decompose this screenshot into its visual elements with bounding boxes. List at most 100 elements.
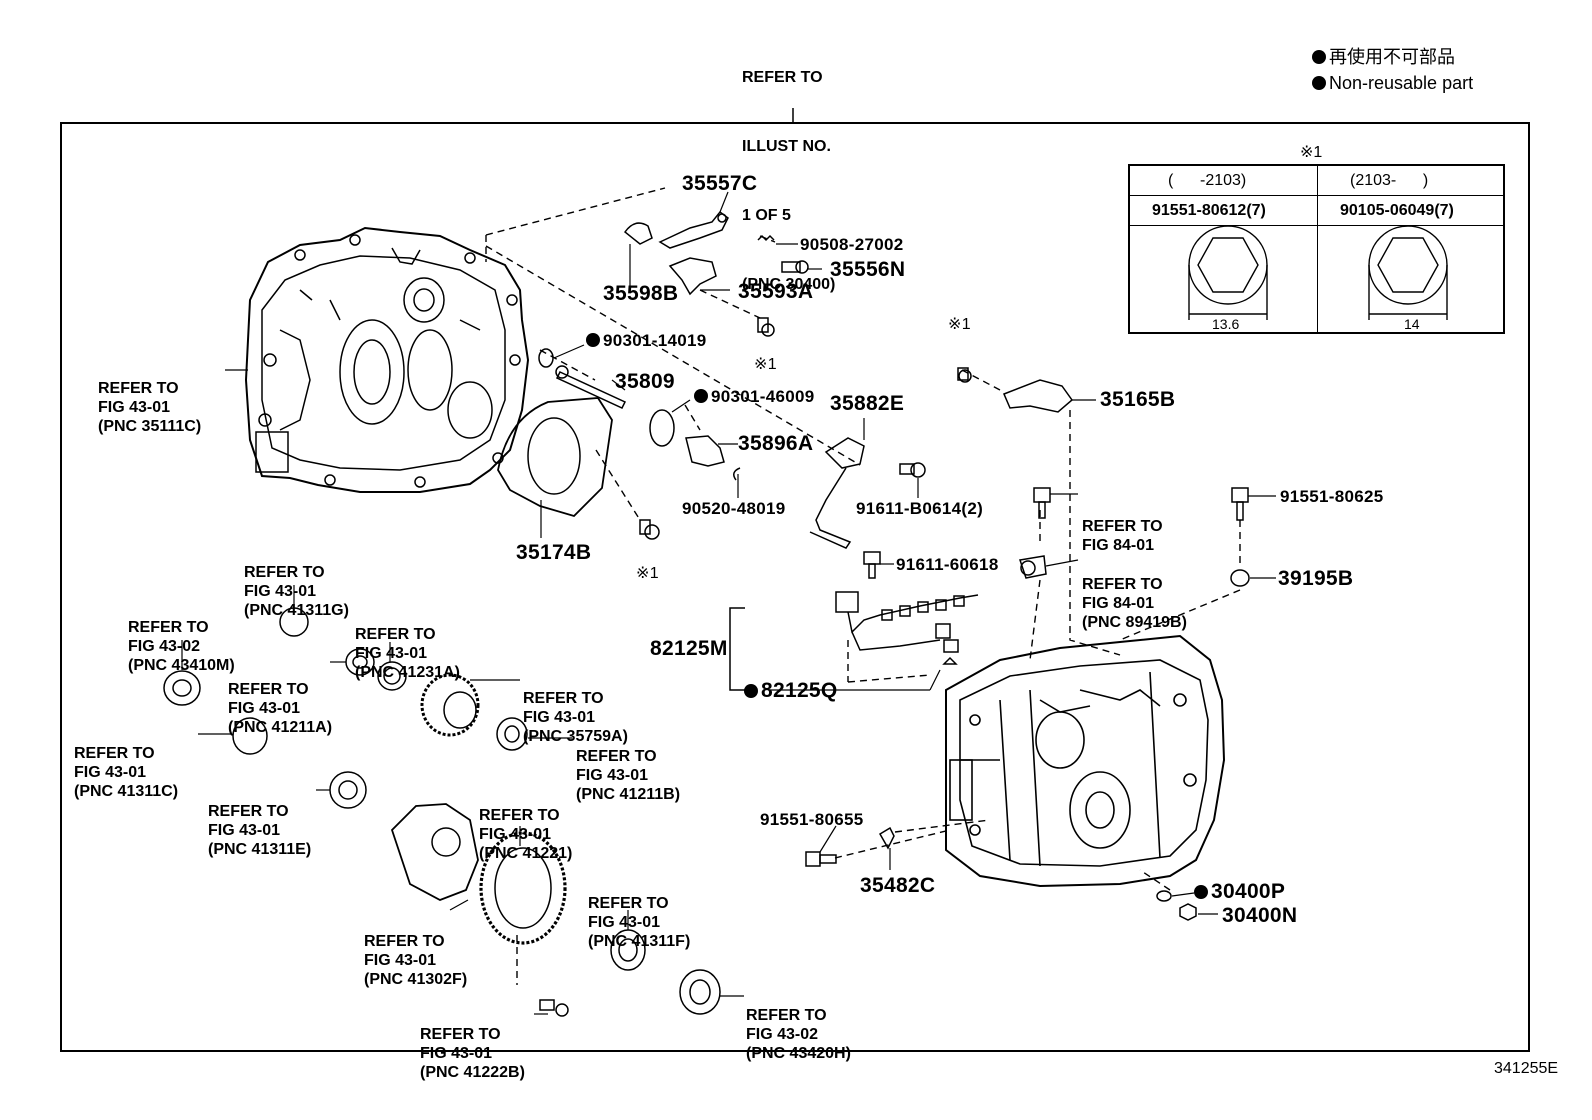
bullet-icon (1312, 76, 1326, 90)
transmission-case-drawing (945, 634, 1226, 888)
table-note-mark: ※1 (1300, 144, 1323, 161)
col1-range: ( -2103) (1168, 172, 1247, 189)
non-reusable-icon (744, 684, 758, 698)
part-82125M[interactable]: 82125M (650, 637, 728, 660)
part-90301-46009-row[interactable]: 90301-46009 (694, 387, 815, 406)
ref-line: FIG 43-01 (479, 826, 552, 843)
part-82125Q-row[interactable]: 82125Q (744, 679, 838, 702)
ref-line: (PNC 30400) (742, 276, 836, 293)
part-91611-B0614[interactable]: 91611-B0614(2) (856, 499, 984, 518)
ref-line: REFER TO (742, 69, 823, 86)
ref-line: REFER TO (228, 681, 309, 698)
ref-line: REFER TO (523, 690, 604, 707)
part-35809[interactable]: 35809 (615, 370, 675, 393)
ref-line: (PNC 35759A) (523, 728, 628, 745)
part-35896A[interactable]: 35896A (738, 432, 814, 455)
table-header-row (1130, 166, 1503, 196)
col2-range: (2103- ) (1350, 172, 1429, 189)
part-35557C[interactable]: 35557C (682, 172, 758, 195)
legend-en-row: Non-reusable part (1312, 70, 1473, 96)
part-90301-14019-row[interactable]: 90301-14019 (586, 331, 707, 350)
ref-line: REFER TO (588, 895, 669, 912)
ref-line: (PNC 41311G) (244, 602, 349, 619)
ref-line: FIG 43-01 (244, 583, 317, 600)
legend-ja-row: 再使用不可部品 (1312, 44, 1473, 70)
non-reusable-icon (1194, 885, 1208, 899)
ref-line: REFER TO (420, 1026, 501, 1043)
part-35174B[interactable]: 35174B (516, 541, 592, 564)
ref-line: REFER TO (355, 626, 436, 643)
ref-line: FIG 43-01 (208, 822, 281, 839)
ref-line: (PNC 43420H) (746, 1045, 851, 1062)
part-91551-80655[interactable]: 91551-80655 (760, 810, 864, 829)
bolt-variant-table: ( -2103) (2103- ) 91551-80612(7) 90105-0… (1128, 164, 1505, 334)
part-35165B[interactable]: 35165B (1100, 388, 1176, 411)
part-90520-48019[interactable]: 90520-48019 (682, 499, 786, 518)
refer-41311G[interactable]: REFER TO FIG 43-01 (PNC 41311G) (244, 525, 349, 658)
ref-line: FIG 43-01 (228, 700, 301, 717)
ref-line: (PNC 43410M) (128, 657, 235, 674)
refer-35111C[interactable]: REFER TO FIG 43-01 (PNC 35111C) (98, 341, 201, 474)
ref-line: FIG 43-01 (355, 645, 428, 662)
col2-part: 90105-06049(7) (1340, 202, 1454, 219)
part-82125Q: 82125Q (761, 679, 838, 702)
part-39195B[interactable]: 39195B (1278, 567, 1354, 590)
ref-line: FIG 84-01 (1082, 537, 1155, 554)
ref-line: REFER TO (746, 1007, 827, 1024)
ref-line: (PNC 41311E) (208, 841, 312, 858)
refer-fig-84-01[interactable]: REFER TO FIG 84-01 (1082, 479, 1163, 593)
ref-line: FIG 43-02 (746, 1026, 819, 1043)
part-30400P-row[interactable]: 30400P (1194, 880, 1285, 903)
legend-en: Non-reusable part (1329, 73, 1474, 93)
ref-line: REFER TO (98, 380, 179, 397)
ref-line: REFER TO (479, 807, 560, 824)
ref-line: FIG 43-02 (128, 638, 201, 655)
part-90508-27002[interactable]: 90508-27002 (800, 235, 904, 254)
legend-ja: 再使用不可部品 (1329, 47, 1455, 67)
ref-line: REFER TO (576, 748, 657, 765)
non-reusable-icon (694, 389, 708, 403)
refer-41221[interactable]: REFER TO FIG 43-01 (PNC 41221) (479, 768, 572, 901)
note-mark-1: ※1 (636, 565, 659, 582)
ref-line: (PNC 41221) (479, 845, 573, 862)
diagram-frame (60, 122, 1530, 1052)
part-30400N[interactable]: 30400N (1222, 904, 1298, 927)
ref-line: REFER TO (364, 933, 445, 950)
ref-line: FIG 43-01 (588, 914, 661, 931)
refer-89419B[interactable]: REFER TO FIG 84-01 (PNC 89419B) (1082, 537, 1187, 670)
ref-line: (PNC 35111C) (98, 418, 202, 435)
ref-line: ILLUST NO. (742, 138, 831, 155)
ref-line: FIG 43-01 (576, 767, 649, 784)
ref-line: (PNC 89419B) (1082, 614, 1187, 631)
figure-id: 341255E (1494, 1060, 1559, 1077)
ref-line: REFER TO (1082, 576, 1163, 593)
col1-part: 91551-80612(7) (1152, 202, 1266, 219)
ref-line: FIG 43-01 (74, 764, 147, 781)
note-mark-1: ※1 (754, 356, 777, 373)
ref-line: (PNC 41222B) (420, 1064, 525, 1081)
ref-line: FIG 43-01 (98, 399, 171, 416)
part-91551-80625[interactable]: 91551-80625 (1280, 487, 1384, 506)
part-91611-60618[interactable]: 91611-60618 (896, 555, 999, 574)
part-35593A[interactable]: 35593A (738, 280, 814, 303)
part-35482C[interactable]: 35482C (860, 874, 936, 897)
part-30400P: 30400P (1211, 880, 1286, 903)
refer-43420H[interactable]: REFER TO FIG 43-02 (PNC 43420H) (746, 968, 851, 1101)
ref-line: REFER TO (244, 564, 325, 581)
ref-line: 1 OF 5 (742, 207, 791, 224)
part-35598B[interactable]: 35598B (603, 282, 679, 305)
part-35556N[interactable]: 35556N (830, 258, 906, 281)
part-35882E[interactable]: 35882E (830, 392, 905, 415)
